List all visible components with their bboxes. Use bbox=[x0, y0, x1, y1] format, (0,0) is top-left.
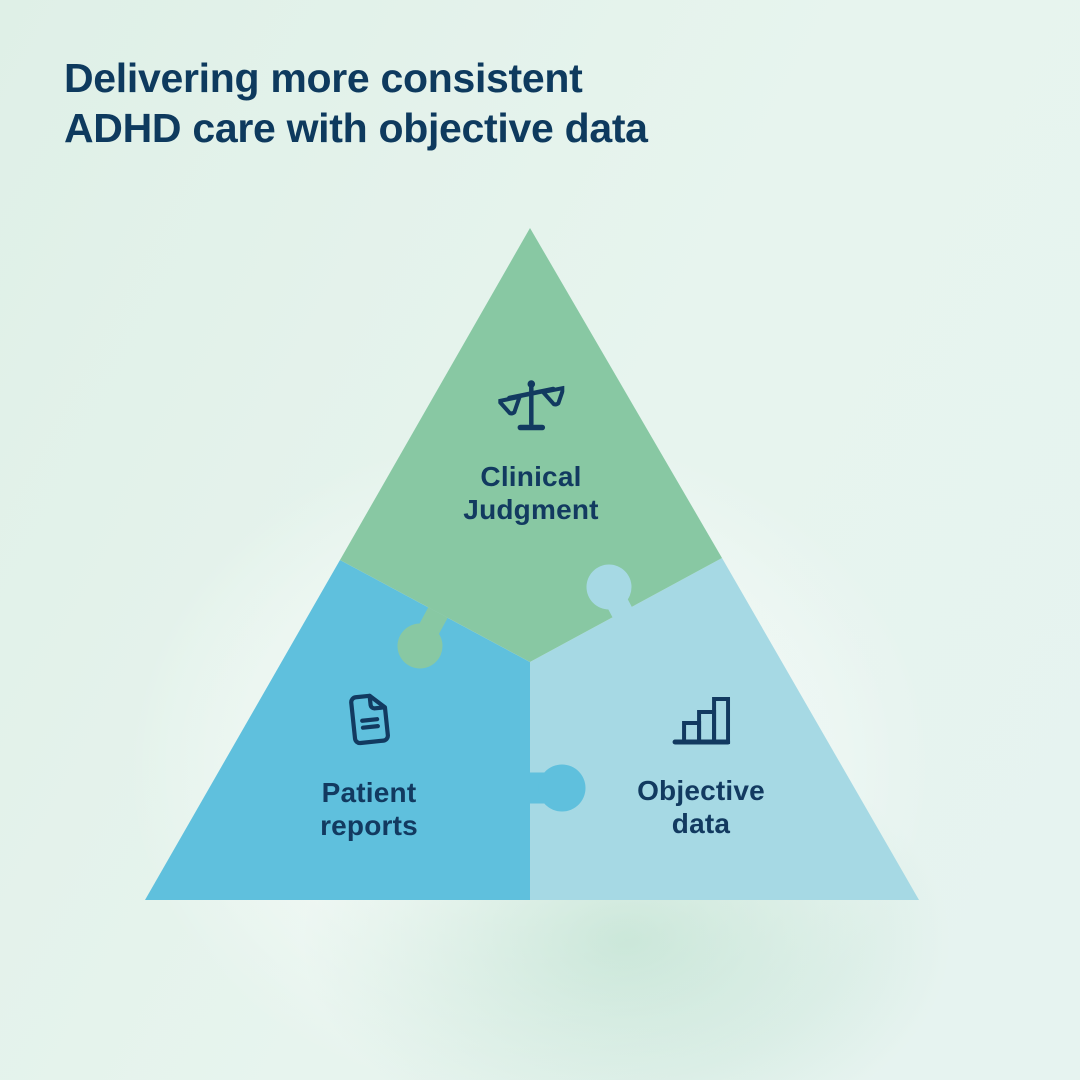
piece-label-objective-data: Objective data bbox=[637, 774, 765, 840]
label-line: Clinical bbox=[480, 461, 582, 492]
puzzle-knob-green bbox=[397, 607, 448, 669]
document-icon bbox=[349, 693, 390, 746]
piece-objective-data: Objective data bbox=[637, 694, 765, 840]
label-line: Judgment bbox=[463, 494, 599, 525]
puzzle-knob-blue bbox=[528, 764, 586, 812]
puzzle-knob-light-blue bbox=[586, 564, 633, 618]
page-title: Delivering more consistent ADHD care wit… bbox=[64, 53, 648, 153]
piece-label-clinical-judgment: Clinical Judgment bbox=[463, 460, 598, 526]
title-line-1: Delivering more consistent bbox=[64, 55, 583, 101]
balance-scale-icon bbox=[497, 380, 564, 431]
piece-label-patient-reports: Patient reports bbox=[320, 776, 418, 842]
label-line: data bbox=[671, 808, 731, 839]
bar-chart-icon bbox=[672, 697, 730, 745]
label-line: Objective bbox=[637, 775, 765, 806]
piece-patient-reports: Patient reports bbox=[320, 690, 418, 842]
title-line-2: ADHD care with objective data bbox=[64, 105, 648, 151]
label-line: reports bbox=[320, 810, 418, 841]
label-line: Patient bbox=[321, 777, 417, 808]
piece-clinical-judgment: Clinical Judgment bbox=[463, 378, 598, 526]
puzzle-piece-clinical-judgment-shape bbox=[340, 228, 722, 662]
puzzle-piece-objective-data-shape bbox=[530, 558, 919, 900]
